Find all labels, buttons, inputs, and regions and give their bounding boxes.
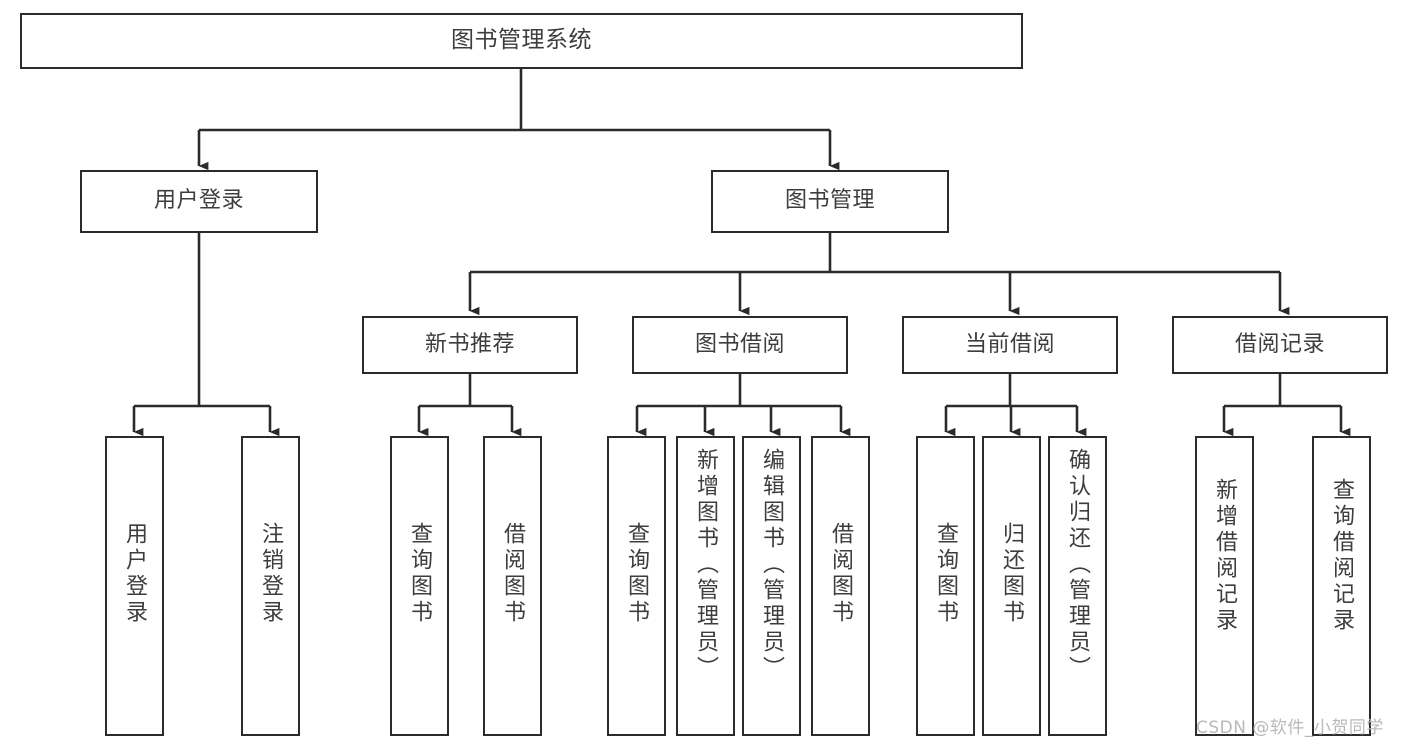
node-label: 确认归还（管理员） [1065,448,1091,682]
node-label: 当前借阅 [964,331,1055,357]
node-new-book-recommend[interactable]: 新书推荐 [362,316,578,374]
csdn-watermark: CSDN @软件_小贺同学 [1196,718,1384,738]
node-leaf-query-book-1[interactable]: 查询图书 [390,436,449,736]
node-label: 注销登录 [258,522,284,626]
node-leaf-query-book-2[interactable]: 查询图书 [607,436,666,736]
node-label: 新增图书（管理员） [693,448,719,682]
node-book-manage[interactable]: 图书管理 [711,170,949,233]
node-leaf-user-login[interactable]: 用户登录 [105,436,164,736]
node-label: 查询图书 [933,522,959,626]
node-label: 查询图书 [407,522,433,626]
node-label: 归还图书 [999,522,1025,626]
node-label: 借阅记录 [1234,331,1325,357]
node-leaf-query-book-3[interactable]: 查询图书 [916,436,975,736]
node-label: 用户登录 [122,522,148,626]
node-leaf-query-record[interactable]: 查询借阅记录 [1312,436,1371,736]
node-leaf-add-record[interactable]: 新增借阅记录 [1195,436,1254,736]
node-current-borrow[interactable]: 当前借阅 [902,316,1118,374]
node-label: 查询借阅记录 [1329,478,1355,634]
node-leaf-return-book[interactable]: 归还图书 [982,436,1041,736]
node-root-system[interactable]: 图书管理系统 [20,13,1023,69]
node-label: 新增借阅记录 [1212,478,1238,634]
node-label: 查询图书 [624,522,650,626]
node-label: 用户登录 [153,188,244,214]
node-leaf-borrow-book-1[interactable]: 借阅图书 [483,436,542,736]
node-borrow-record[interactable]: 借阅记录 [1172,316,1388,374]
node-leaf-borrow-book-2[interactable]: 借阅图书 [811,436,870,736]
node-label: 图书管理 [784,188,875,214]
node-book-borrow[interactable]: 图书借阅 [632,316,848,374]
node-label: 借阅图书 [828,522,854,626]
node-label: 新书推荐 [424,331,515,357]
node-label: 编辑图书（管理员） [759,448,785,682]
node-leaf-edit-book[interactable]: 编辑图书（管理员） [742,436,801,736]
node-user-login[interactable]: 用户登录 [80,170,318,233]
node-leaf-confirm-return[interactable]: 确认归还（管理员） [1048,436,1107,736]
node-label: 借阅图书 [500,522,526,626]
node-label: 图书管理系统 [451,27,592,54]
node-leaf-add-book[interactable]: 新增图书（管理员） [676,436,735,736]
node-leaf-logout-login[interactable]: 注销登录 [241,436,300,736]
node-label: 图书借阅 [694,331,785,357]
